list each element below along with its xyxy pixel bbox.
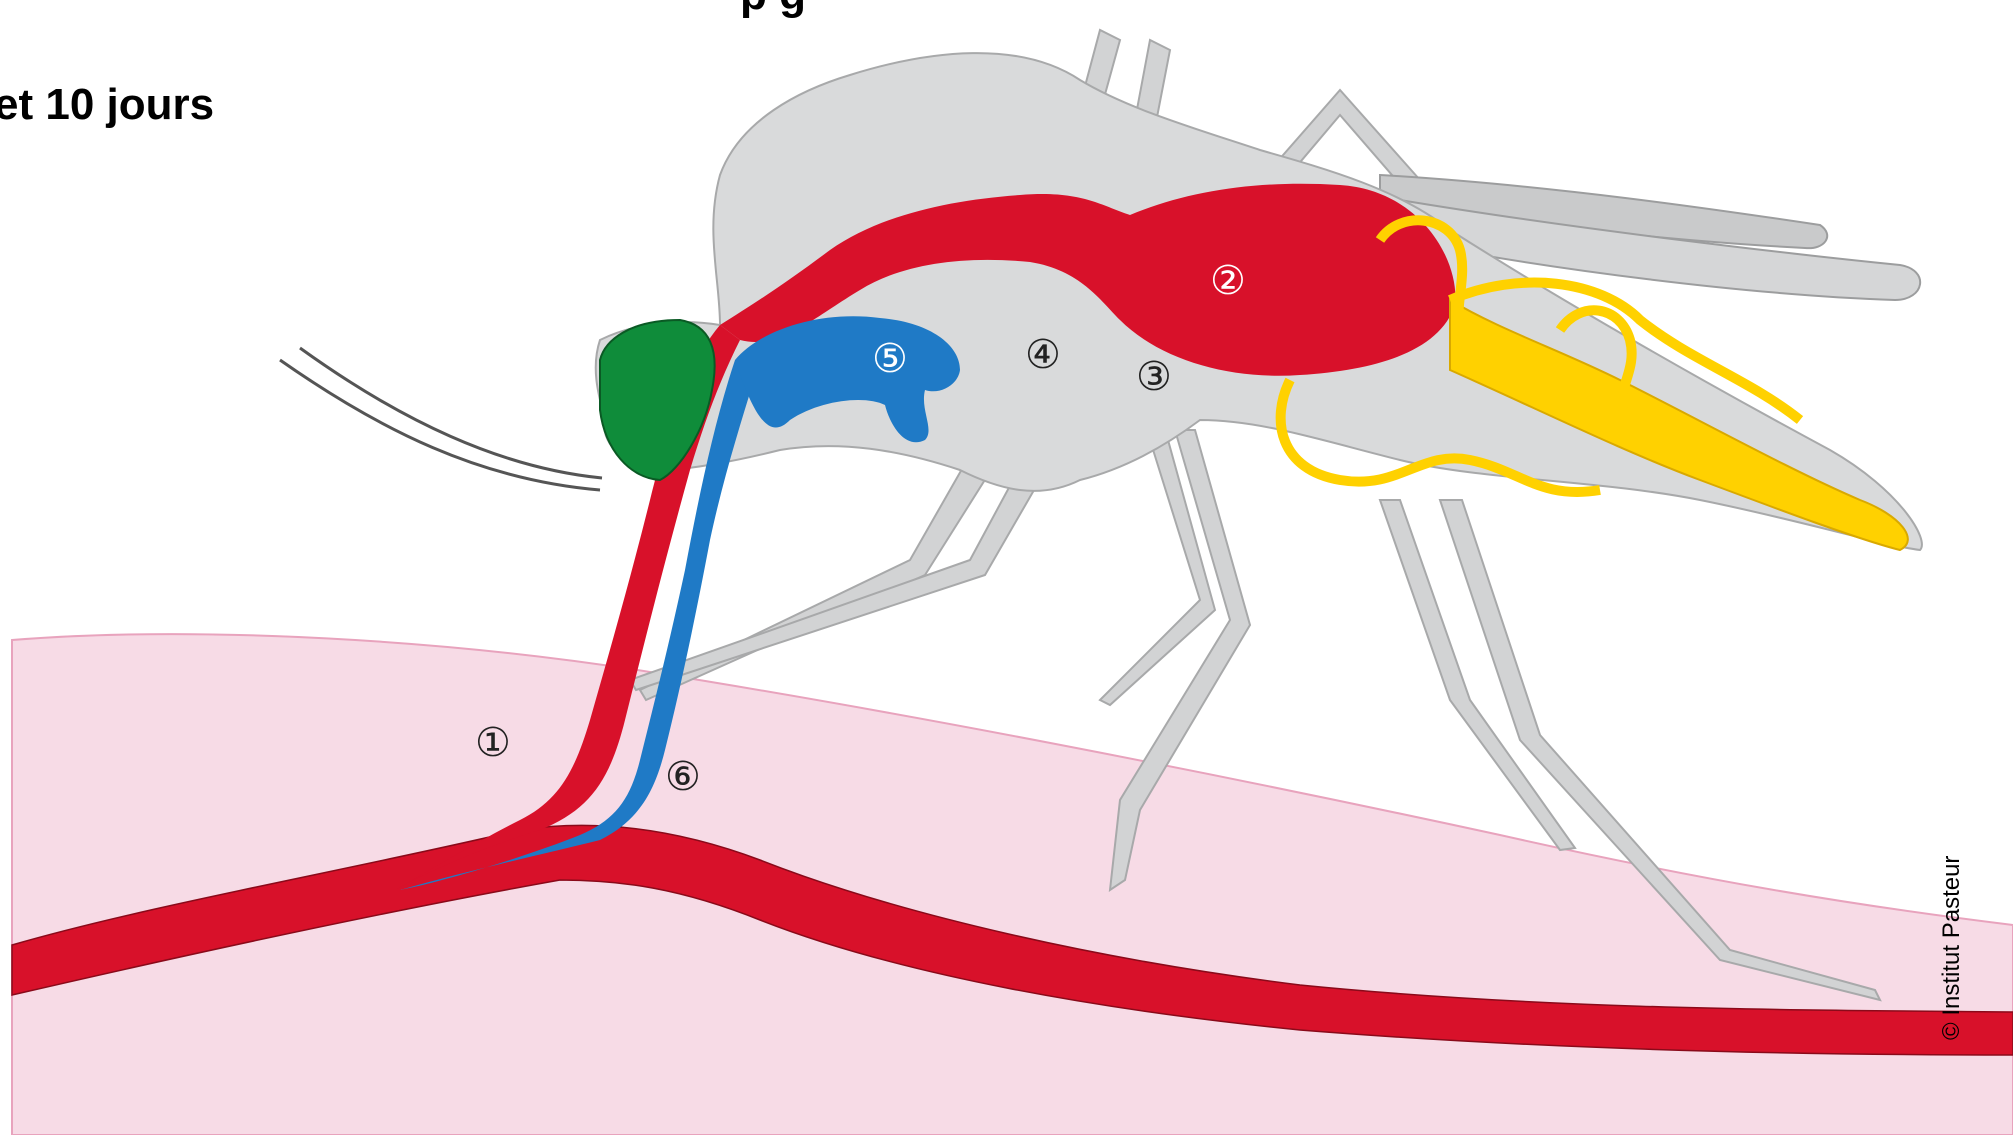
label-3: ③ [1136, 354, 1172, 400]
copyright-credit: © Institut Pasteur [1938, 856, 1966, 1040]
label-2: ② [1210, 258, 1246, 304]
antennae [280, 348, 602, 490]
label-4: ④ [1025, 332, 1061, 378]
label-6: ⑥ [665, 754, 701, 800]
label-1: ① [475, 720, 511, 766]
label-5: ⑤ [872, 336, 908, 382]
